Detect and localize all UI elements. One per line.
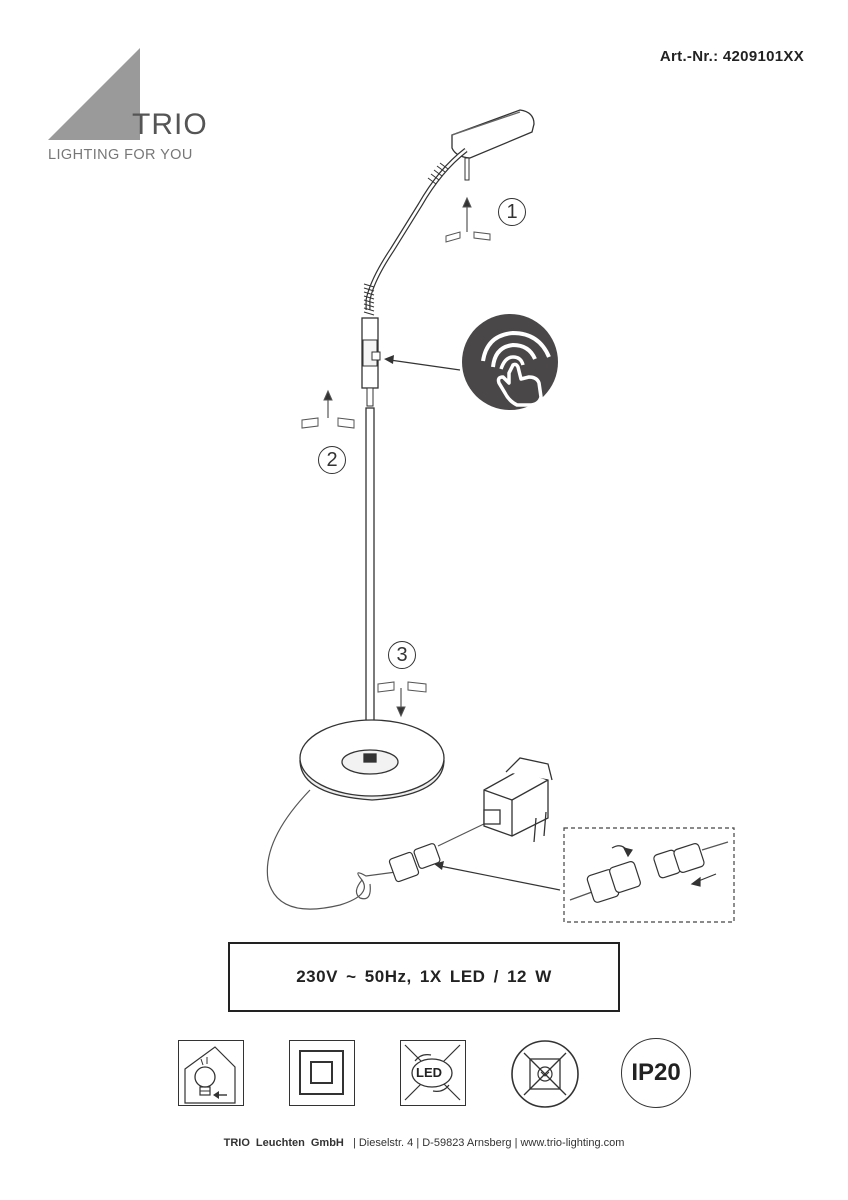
footer-address: | Dieselstr. 4 | D-59823 Arnsberg | www.… bbox=[352, 1137, 625, 1149]
ip20-rating-icon: IP20 bbox=[621, 1038, 691, 1108]
touch-dimmer-icon bbox=[462, 314, 558, 410]
step-1-label: 1 bbox=[498, 198, 526, 226]
power-cable bbox=[266, 789, 397, 910]
no-household-disposal-icon bbox=[511, 1040, 579, 1108]
power-adapter bbox=[483, 757, 553, 843]
lamp-head bbox=[451, 109, 535, 159]
step-2-label: 2 bbox=[318, 446, 346, 474]
led-not-replaceable-icon: LED bbox=[400, 1040, 466, 1106]
logo-name: TRIO bbox=[132, 108, 208, 141]
step-3-label: 3 bbox=[388, 641, 416, 669]
article-number: Art.-Nr.: 4209101XX bbox=[659, 48, 804, 65]
footer: TRIO Leuchten GmbH | Dieselstr. 4 | D-59… bbox=[0, 1137, 848, 1149]
cable-connector bbox=[388, 843, 441, 883]
electrical-spec-text: 230V ~ 50Hz, 1X LED / 12 W bbox=[296, 967, 552, 986]
rotate-arrow-2 bbox=[301, 389, 355, 429]
logo-triangle-icon bbox=[48, 48, 140, 140]
gooseneck bbox=[365, 148, 468, 310]
protection-class-2-icon bbox=[289, 1040, 355, 1106]
rotate-arrow-1 bbox=[445, 196, 491, 243]
gooseneck-flex bbox=[363, 162, 449, 316]
connector-detail-box bbox=[563, 827, 735, 923]
led-label: LED bbox=[416, 1065, 442, 1080]
replaceable-bulb-icon bbox=[178, 1040, 244, 1106]
lamp-assembly-illustration bbox=[266, 109, 735, 923]
lamp-stem bbox=[365, 407, 375, 731]
connector-detail bbox=[569, 841, 729, 903]
electrical-spec-box: 230V ~ 50Hz, 1X LED / 12 W bbox=[228, 942, 620, 1012]
touch-switch bbox=[371, 351, 381, 361]
head-pin bbox=[464, 157, 470, 181]
ip-rating-text: IP20 bbox=[631, 1059, 681, 1086]
lamp-base bbox=[299, 719, 445, 801]
rotate-arrow-3 bbox=[377, 681, 427, 718]
logo-tagline: LIGHTING FOR YOU bbox=[48, 147, 193, 163]
footer-company: TRIO Leuchten GmbH bbox=[223, 1137, 344, 1149]
